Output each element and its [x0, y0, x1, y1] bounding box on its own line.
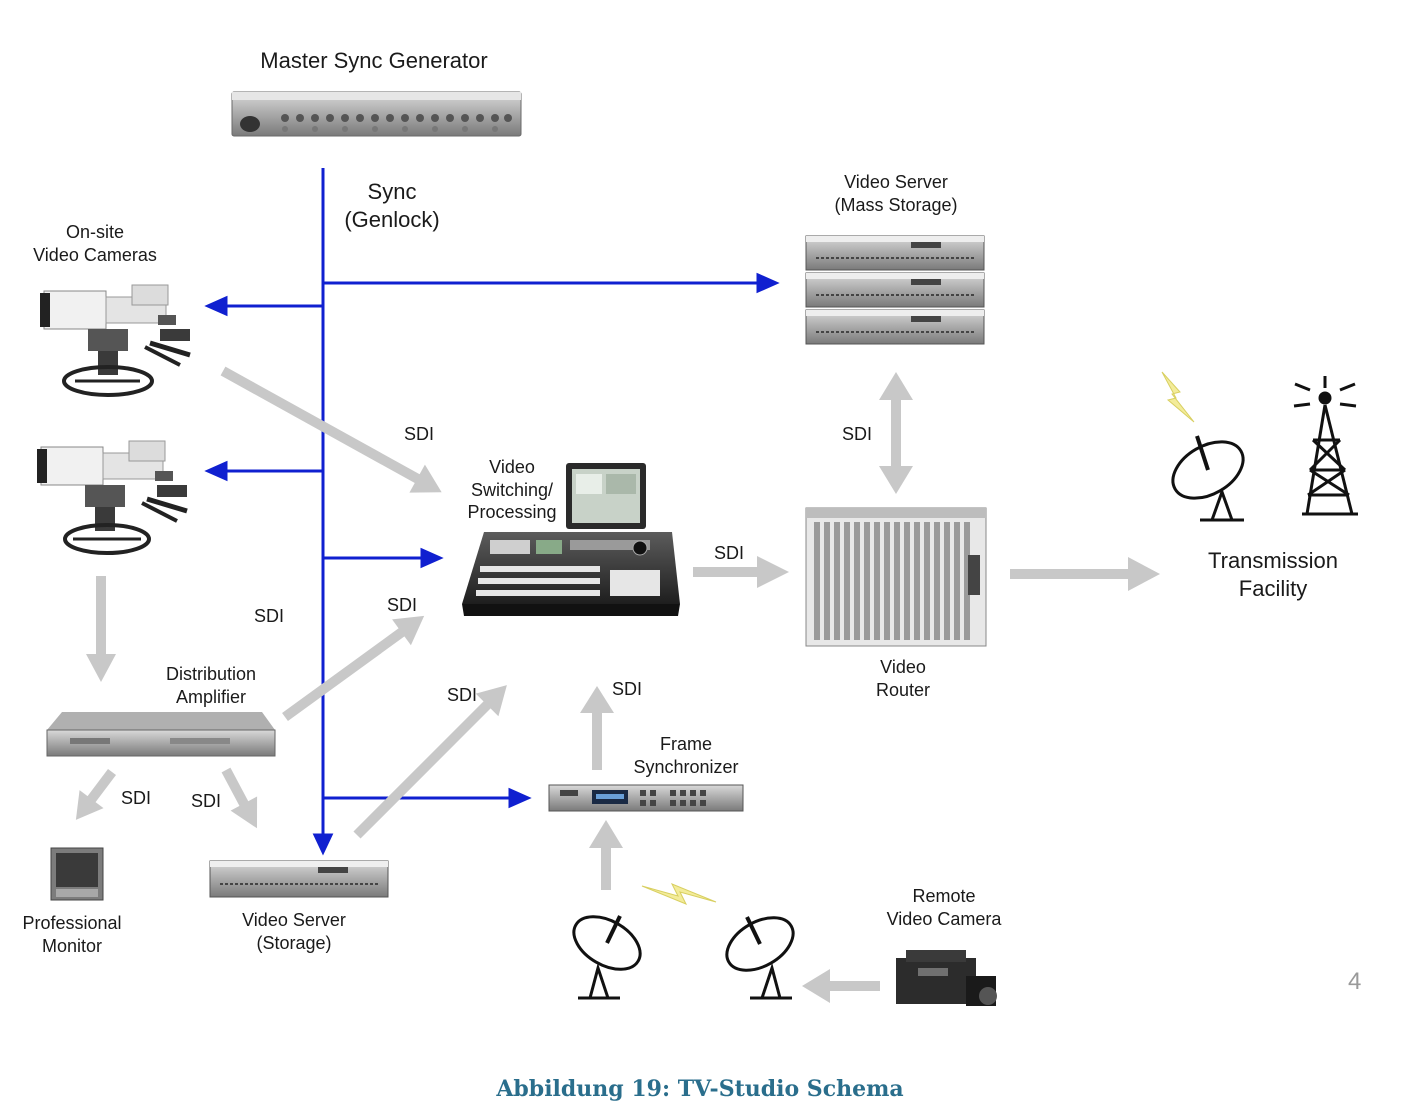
sdi-label-camera-switcher: SDI: [404, 424, 435, 444]
video-router-icon: [805, 507, 987, 647]
figure-caption: Abbildung 19: TV-Studio Schema: [496, 1076, 904, 1102]
video-switching-label: Video Switching/ Processing: [452, 456, 572, 524]
sdi-arrow-router-video-server-mass-bidirectional: [879, 372, 913, 494]
video-server-storage-icon: [209, 860, 389, 898]
professional-monitor-label: Professional Monitor: [10, 912, 134, 957]
distribution-amplifier-label-line2: Amplifier: [175, 686, 246, 707]
sync-label-line1: Sync: [367, 179, 417, 204]
sdi-arrow-switcher-to-router: [693, 556, 789, 588]
sdi-arrow-remote-camera-to-dish: [802, 969, 880, 1003]
professional-monitor-icon: [50, 847, 104, 901]
frame-synchronizer-icon: [548, 784, 744, 812]
video-switching-label-line1: Video: [489, 457, 535, 477]
sdi-arrow-camera-to-dist-amp: [86, 576, 116, 682]
sdi-label-frame-sync: SDI: [612, 679, 643, 699]
master-sync-generator-icon: [231, 91, 522, 137]
sync-label-line2: (Genlock): [344, 206, 440, 232]
video-server-mass-label-line2: (Mass Storage): [834, 194, 958, 215]
distribution-amplifier-label-line1: Distribution: [165, 664, 257, 684]
sdi-label-camera-dist-amp: SDI: [254, 606, 285, 626]
sync-lines: [204, 168, 780, 856]
video-switching-label-line2: Switching/: [470, 479, 554, 500]
sync-arrowhead-switcher: [420, 547, 444, 569]
sync-arrowhead-camera-2: [204, 460, 228, 482]
frame-synchronizer-label: Frame Synchronizer: [620, 733, 752, 778]
sdi-label-router-server: SDI: [842, 424, 873, 444]
video-server-mass-label-line1: Video Server: [844, 172, 948, 192]
sync-arrowhead-video-server-mass: [756, 272, 780, 294]
studio-camera-1-icon: [40, 284, 191, 397]
satellite-dish-left-icon: [572, 915, 642, 1000]
onsite-cameras-label: On-site Video Cameras: [14, 221, 176, 266]
frame-synchronizer-label-line1: Frame: [659, 734, 712, 754]
professional-monitor-label-line1: Professional: [22, 913, 122, 933]
sdi-label-dist-amp-monitor: SDI: [121, 788, 152, 808]
sdi-label-switcher-router: SDI: [714, 543, 745, 563]
page-number: 4: [1348, 968, 1362, 995]
sdi-label-vs-storage-switcher: SDI: [447, 685, 478, 705]
video-server-mass-label: Video Server (Mass Storage): [816, 171, 976, 216]
sync-trunk-arrowhead: [312, 833, 334, 856]
distribution-amplifier-icon: [46, 712, 276, 757]
distribution-amplifier-label: Distribution Amplifier: [150, 663, 272, 708]
video-switcher-icon: [462, 463, 680, 616]
sdi-arrow-dist-amp-to-switcher: [282, 615, 425, 722]
sdi-arrow-camera-to-switcher: [220, 366, 442, 493]
sync-arrowhead-frame-sync: [508, 787, 532, 809]
transmission-satellite-dish-icon: [1171, 435, 1245, 522]
video-server-storage-label-line1: Video Server: [242, 910, 346, 930]
onsite-cameras-label-line2: Video Cameras: [33, 244, 157, 265]
master-sync-generator-label: Master Sync Generator: [260, 48, 488, 73]
sdi-arrow-frame-sync-up: [580, 686, 614, 770]
sync-label: Sync (Genlock): [336, 178, 448, 233]
sdi-arrow-router-to-transmission: [1010, 557, 1160, 591]
professional-monitor-label-line2: Monitor: [41, 935, 103, 956]
video-router-label-line2: Router: [875, 679, 931, 700]
remote-video-camera-icon: [896, 950, 997, 1006]
video-router-label: Video Router: [848, 656, 958, 701]
transmission-facility-label: Transmission Facility: [1192, 547, 1354, 602]
frame-synchronizer-label-line2: Synchronizer: [633, 756, 739, 777]
sdi-arrows: [75, 366, 1160, 1003]
satellite-dish-right-icon: [725, 916, 795, 1000]
sdi-arrow-dist-amp-to-vs-storage: [221, 767, 258, 829]
remote-video-camera-label-line1: Remote: [912, 886, 976, 906]
remote-video-camera-label: Remote Video Camera: [878, 885, 1010, 930]
remote-video-camera-label-line2: Video Camera: [886, 908, 1002, 929]
onsite-cameras-label-line1: On-site: [65, 222, 125, 242]
studio-camera-2-icon: [37, 440, 188, 555]
sdi-arrow-dist-amp-to-monitor: [75, 768, 116, 820]
video-server-mass-storage-icon: [805, 235, 985, 345]
sdi-label-dist-amp-vs-storage: SDI: [191, 791, 222, 811]
sync-arrowhead-camera-1: [204, 295, 228, 317]
video-router-label-line1: Video: [880, 657, 926, 677]
sdi-arrow-dish-to-frame-sync: [589, 820, 623, 890]
video-server-storage-label-line2: (Storage): [256, 932, 332, 953]
sdi-arrow-vs-storage-to-switcher: [353, 685, 507, 839]
transmission-facility-label-line2: Facility: [1238, 575, 1308, 601]
video-switching-label-line3: Processing: [467, 502, 557, 522]
sdi-label-dist-amp-switcher: SDI: [387, 595, 418, 615]
lightning-bolt-icon: [1161, 371, 1195, 423]
transmission-facility-label-line1: Transmission: [1208, 548, 1338, 573]
video-server-storage-label: Video Server (Storage): [226, 909, 362, 954]
transmission-tower-icon: [1293, 376, 1358, 516]
wireless-link-icon: [641, 883, 717, 905]
